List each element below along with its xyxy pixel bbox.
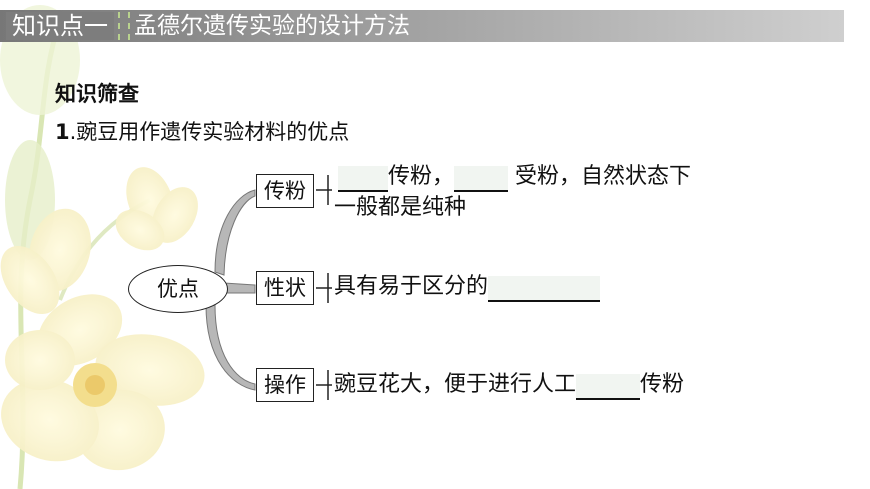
page-title: 孟德尔遗传实验的设计方法 <box>134 13 410 39</box>
question-text: .豌豆用作遗传实验材料的优点 <box>69 120 350 144</box>
traits-text: 具有易于区分的 <box>334 274 489 299</box>
branch-operation-label: 操作 <box>256 368 314 402</box>
branch-traits-label: 性状 <box>256 271 314 305</box>
question-number: 1 <box>55 120 70 144</box>
pollination-text-a: 传粉， <box>388 164 455 189</box>
fill-in-blank[interactable] <box>338 166 388 192</box>
question-title: 1.豌豆用作遗传实验材料的优点 <box>55 116 349 146</box>
header-divider <box>118 12 130 40</box>
section-heading: 知识筛查 <box>55 82 139 106</box>
operation-line: 豌豆花大，便于进行人工 传粉 <box>334 370 684 400</box>
flower-background-illustration <box>0 5 205 489</box>
operation-text-before: 豌豆花大，便于进行人工 <box>334 372 577 397</box>
fill-in-blank[interactable] <box>454 166 509 192</box>
pollination-line-1: 传粉， 受粉，自然状态下 <box>338 162 691 192</box>
pollination-line-2: 一般都是纯种 <box>334 195 467 220</box>
pollination-text-b: 受粉，自然状态下 <box>508 164 692 189</box>
fill-in-blank[interactable] <box>488 276 601 302</box>
header-bar <box>0 10 844 42</box>
branch-pollination-label: 传粉 <box>256 174 314 208</box>
operation-text-after: 传粉 <box>640 372 685 397</box>
fill-in-blank[interactable] <box>576 374 641 400</box>
center-node-advantages: 优点 <box>128 265 228 313</box>
knowledge-point-tag: 知识点一 <box>6 12 114 40</box>
traits-line: 具有易于区分的 <box>334 272 601 302</box>
